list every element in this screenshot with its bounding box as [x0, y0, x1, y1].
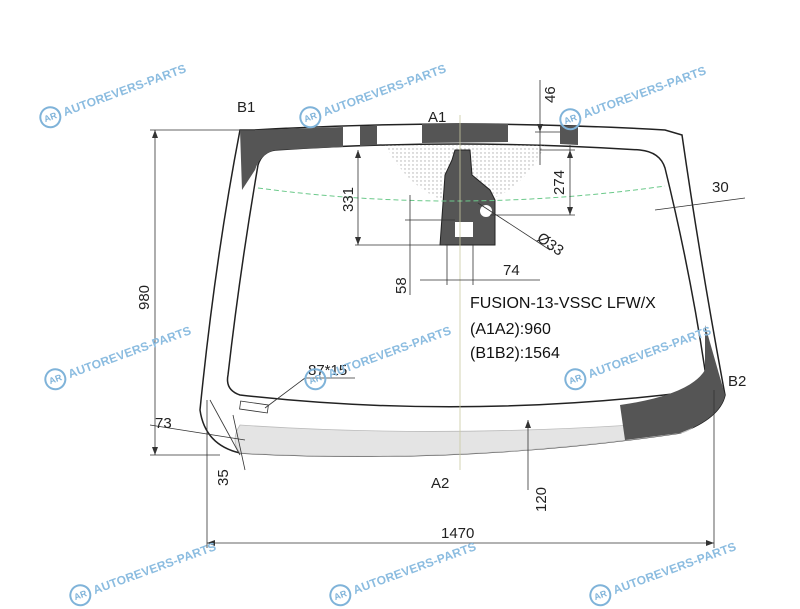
left-margin-line [232, 414, 246, 471]
point-a2-label: A2 [431, 475, 449, 492]
frit-top-mid-left [360, 126, 377, 146]
frit-right-lower [620, 325, 725, 440]
frit-top-right [560, 125, 578, 145]
bracket-window [455, 222, 473, 237]
frit-top-left [240, 127, 343, 190]
top-band-label: 46 [542, 86, 559, 103]
sensor-diameter-label: Ø33 [534, 229, 567, 259]
left-offset-line [149, 424, 246, 441]
part-code: FUSION-13-VSSC LFW/X [470, 295, 656, 312]
vin-leader-line [264, 377, 306, 409]
sensor-circle [480, 205, 492, 217]
b1b2-value: (B1B2):1564 [470, 345, 560, 362]
mirror-height-label: 331 [340, 187, 357, 212]
width-label: 1470 [441, 525, 474, 542]
wiper-line [257, 185, 666, 202]
sensor-height-label: 274 [551, 170, 568, 195]
point-a1-label: A1 [428, 109, 446, 126]
bottom-band-label: 120 [533, 487, 550, 512]
height-label: 980 [136, 285, 153, 310]
point-b1-label: B1 [237, 99, 255, 116]
left-offset-label: 73 [155, 415, 172, 432]
side-band-label: 30 [712, 179, 729, 196]
left-margin-label: 35 [215, 469, 232, 486]
vin-window-label: 87*15 [308, 362, 347, 379]
mirror-bracket [439, 149, 496, 246]
bracket-width-label: 74 [503, 262, 520, 279]
diameter-line [477, 202, 551, 251]
a1a2-value: (A1A2):960 [470, 321, 551, 338]
bracket-gap-label: 58 [393, 277, 410, 294]
vin-window [239, 400, 269, 414]
point-b2-label: B2 [728, 373, 746, 390]
side-band-line [654, 197, 746, 211]
frit-top-center [422, 124, 508, 143]
